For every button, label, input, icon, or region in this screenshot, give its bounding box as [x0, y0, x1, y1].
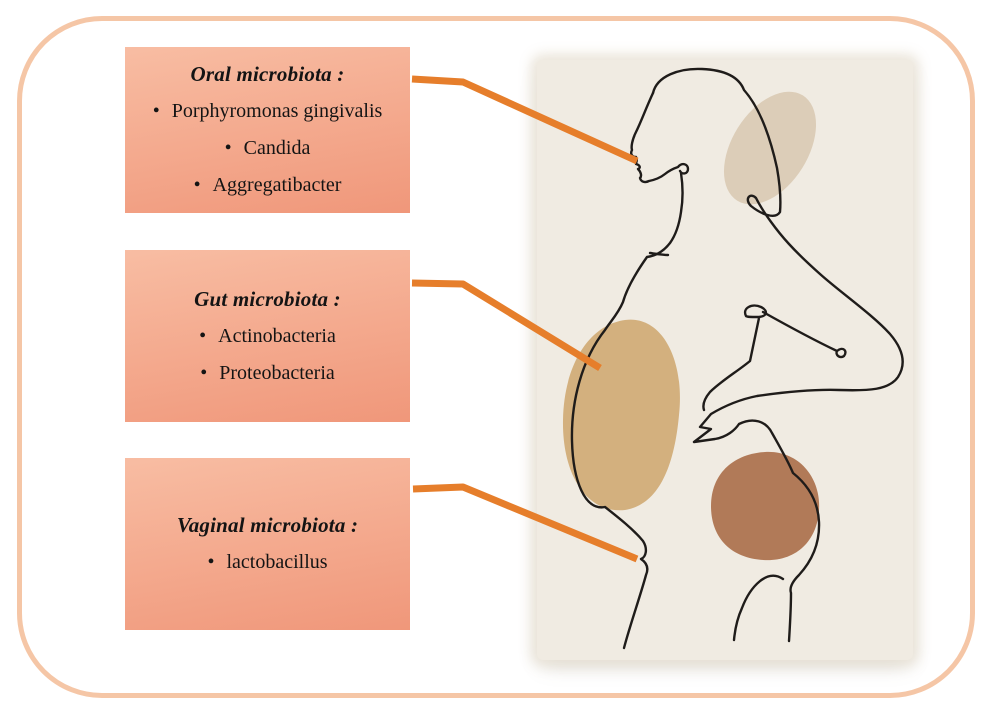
inner-thigh-line — [732, 574, 785, 642]
gut-microbiota-box: Gut microbiota : Actinobacteria Proteoba… — [125, 250, 410, 422]
belly-shade-blob — [562, 319, 680, 511]
head-hair-arm-back-line — [651, 67, 904, 643]
vaginal-microbiota-title: Vaginal microbiota : — [176, 513, 359, 537]
hair-shade-blob — [723, 91, 817, 205]
vaginal-microbiota-box: Vaginal microbiota : lactobacillus — [125, 458, 410, 630]
list-item: Aggregatibacter — [153, 167, 383, 204]
list-item: lactobacillus — [207, 544, 327, 581]
list-item: Proteobacteria — [199, 355, 336, 392]
oral-microbiota-box: Oral microbiota : Porphyromonas gingival… — [125, 47, 410, 213]
gut-microbiota-title: Gut microbiota : — [194, 286, 341, 311]
vaginal-microbiota-list: lactobacillus — [207, 544, 327, 581]
illustration-panel — [537, 60, 913, 660]
oral-microbiota-list: Porphyromonas gingivalis Candida Aggrega… — [153, 93, 383, 204]
rounded-frame-border — [17, 16, 975, 698]
gut-microbiota-list: Actinobacteria Proteobacteria — [199, 318, 336, 392]
oral-microbiota-title: Oral microbiota : — [190, 62, 345, 86]
list-item: Porphyromonas gingivalis — [153, 93, 383, 130]
shoulder-line — [648, 251, 670, 257]
list-item: Actinobacteria — [199, 318, 336, 355]
pregnant-woman-line-art — [562, 67, 904, 650]
hip-shade-blob — [711, 451, 820, 561]
list-item: Candida — [153, 130, 383, 167]
bent-arm-inner-line — [702, 304, 847, 412]
